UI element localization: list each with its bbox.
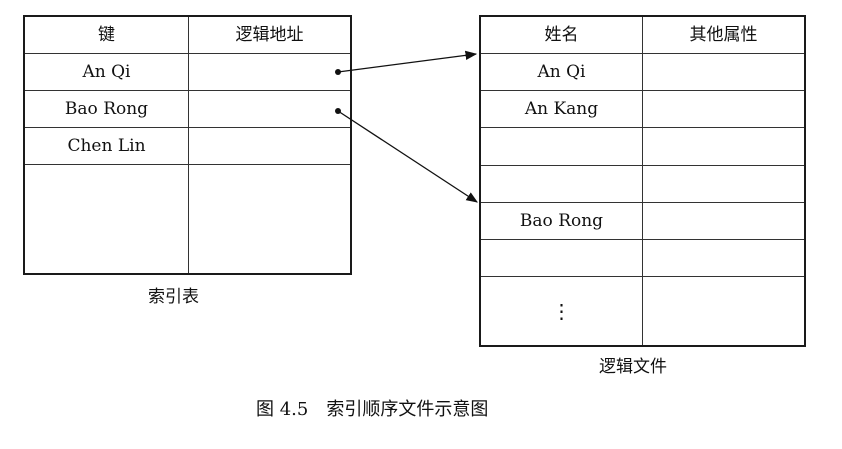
logical-file-row-rule: [481, 165, 804, 166]
figure-caption: 图 4.5 索引顺序文件示意图: [256, 399, 489, 420]
logical-file-caption: 逻辑文件: [599, 357, 667, 377]
index-table-column-divider: [188, 17, 189, 273]
index-table: 键 逻辑地址 An Qi Bao Rong Chen Lin: [23, 15, 352, 275]
index-table-caption: 索引表: [148, 287, 199, 307]
logical-file-table: 姓名 其他属性 An Qi An Kang Bao Rong ⋮: [479, 15, 806, 347]
index-table-header-logical-address: 逻辑地址: [235, 25, 304, 45]
logical-file-row-rule: [481, 202, 804, 203]
pointer-arrow-an-qi: [337, 50, 478, 73]
logical-file-ellipsis: ⋮: [551, 299, 572, 323]
logical-file-row-rule: [481, 127, 804, 128]
index-table-row-rule: [25, 90, 350, 91]
logical-file-name-cell: An Kang: [524, 99, 599, 119]
index-table-row-rule: [25, 127, 350, 128]
logical-file-name-cell: Bao Rong: [519, 211, 604, 231]
index-table-header-key: 键: [98, 25, 115, 45]
logical-file-name-cell: An Qi: [537, 62, 586, 82]
index-table-row-rule: [25, 164, 350, 165]
index-table-header-rule: [25, 53, 350, 54]
logical-file-row-rule: [481, 239, 804, 240]
index-table-key-cell: Bao Rong: [64, 99, 149, 119]
pointer-arrow-bao-rong: [337, 110, 478, 203]
logical-file-header-other-attributes: 其他属性: [689, 25, 758, 45]
logical-file-row-rule: [481, 276, 804, 277]
logical-file-header-name: 姓名: [544, 25, 579, 45]
logical-file-header-rule: [481, 53, 804, 54]
index-table-key-cell: An Qi: [82, 62, 131, 82]
logical-file-row-rule: [481, 90, 804, 91]
logical-file-column-divider: [642, 17, 643, 345]
index-table-key-cell: Chen Lin: [67, 136, 146, 156]
